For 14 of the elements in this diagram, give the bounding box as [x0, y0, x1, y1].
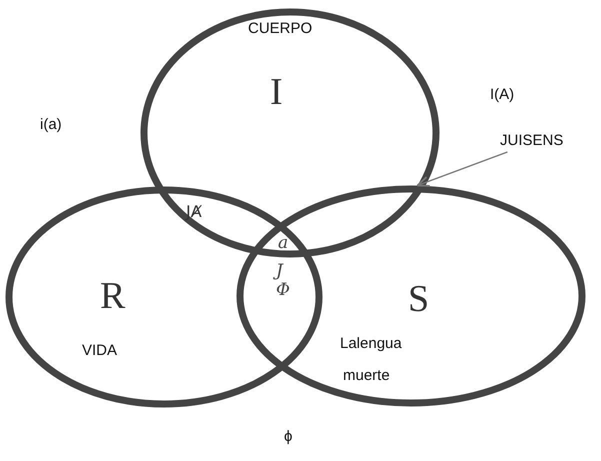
arrow	[416, 151, 508, 187]
ring-label: Lalengua	[340, 335, 402, 352]
annotation-text: I(A)	[490, 86, 514, 103]
symbol-text: JȺ	[186, 203, 202, 221]
symbol-text: a	[278, 234, 288, 252]
ring-letter: I	[270, 70, 283, 114]
annotation-text: JUISENS	[500, 132, 564, 149]
ring-label: muerte	[343, 367, 390, 384]
symbol-text: ϕ	[284, 428, 292, 445]
annotation-text: i(a)	[40, 116, 62, 133]
ring-letter: R	[100, 274, 126, 318]
ring-label: VIDA	[82, 342, 118, 359]
title-text: CUERPO	[248, 20, 312, 37]
ring-letter: S	[408, 277, 430, 321]
